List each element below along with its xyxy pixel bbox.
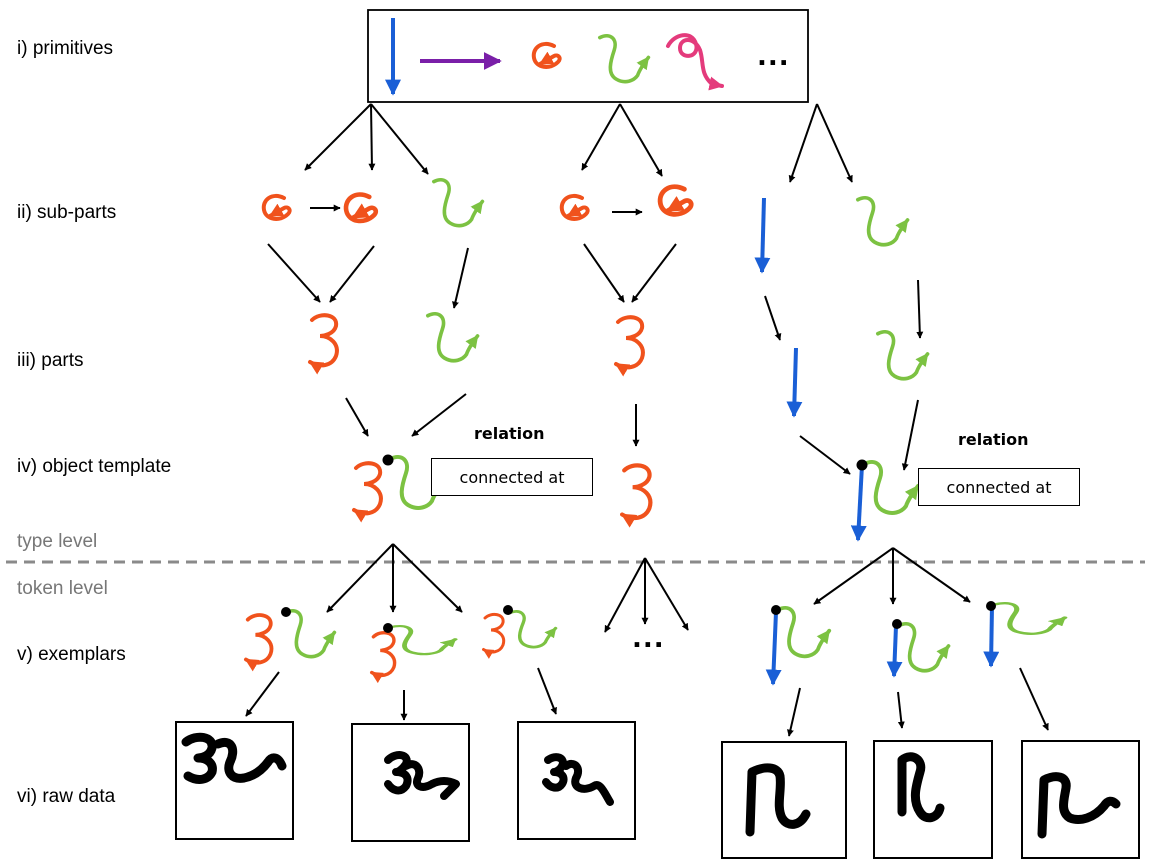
part-blue-down	[786, 347, 803, 418]
raw-data-box-2	[351, 723, 470, 842]
raw-data-box-5	[873, 740, 993, 859]
exemplar-left-2	[372, 623, 456, 675]
part-green-wave-right	[878, 332, 928, 379]
exemplar-right-3	[983, 601, 1065, 668]
primitives-box	[367, 9, 809, 103]
character-glyph-icon	[542, 753, 614, 806]
subpart-red-curl-d	[660, 187, 691, 215]
raw-data-box-3	[517, 721, 636, 840]
exemplar-right-1	[765, 605, 829, 686]
raw-data-box-6	[1021, 740, 1140, 859]
loop-stroke-icon	[666, 33, 724, 91]
object-template-middle	[622, 465, 650, 518]
template-to-exemplar-arrows	[326, 543, 971, 633]
part-red-three-left	[310, 315, 337, 365]
raw-data-box-1	[175, 721, 294, 840]
subpart-blue-down	[754, 197, 771, 274]
row-label-parts: iii) parts	[17, 350, 84, 371]
subpart-to-part-arrows	[267, 243, 924, 341]
attachment-point	[856, 459, 868, 471]
row-label-sub-parts: ii) sub-parts	[17, 202, 117, 223]
subpart-green-wave-right	[858, 198, 908, 245]
relation-title-left: relation	[474, 424, 545, 443]
relation-box-left: connected at	[431, 458, 593, 496]
type-level-label: type level	[17, 531, 98, 552]
primitive-to-subpart-arrows	[304, 103, 853, 183]
character-glyph-icon	[897, 752, 945, 823]
object-template-left	[354, 454, 444, 514]
subpart-green-wave-left	[434, 180, 483, 226]
part-green-wave-left	[428, 314, 478, 361]
exemplar-right-2	[886, 619, 949, 678]
exemplar-to-raw-arrows	[245, 667, 1049, 737]
part-to-template-arrows	[345, 393, 919, 475]
object-template-right	[850, 459, 919, 542]
raw-data-box-4	[721, 741, 847, 859]
exemplar-left-1	[246, 607, 335, 663]
row-label-raw-data: vi) raw data	[17, 786, 116, 807]
row-label-object-template: iv) object template	[17, 456, 172, 477]
subpart-red-curl-b	[346, 195, 376, 221]
primitives-ellipsis: ...	[757, 42, 790, 72]
row-label-exemplars: v) exemplars	[17, 644, 126, 665]
character-glyph-icon	[1037, 772, 1121, 839]
character-glyph-icon	[745, 763, 811, 837]
row-label-primitives: i) primitives	[17, 38, 114, 59]
character-glyph-icon	[181, 732, 287, 784]
exemplars-ellipsis: ...	[632, 624, 665, 654]
subpart-red-curl-a	[264, 196, 290, 219]
subpart-red-curl-c	[562, 196, 588, 219]
part-red-three-middle	[616, 317, 643, 367]
attachment-point	[382, 454, 394, 466]
relation-box-right: connected at	[918, 468, 1080, 506]
token-level-label: token level	[17, 578, 108, 599]
relation-title-right: relation	[958, 430, 1029, 449]
exemplar-left-3	[484, 605, 556, 652]
character-glyph-icon	[384, 751, 460, 800]
